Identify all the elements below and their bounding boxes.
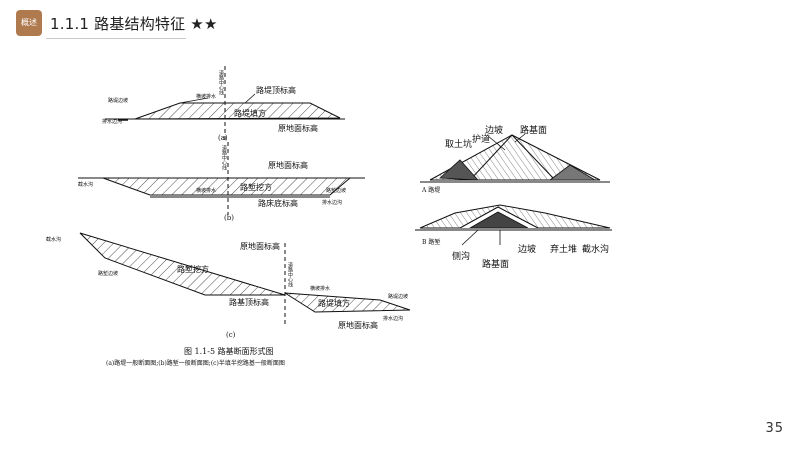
a-center-line: 道路中心线 bbox=[218, 69, 224, 95]
c-caption: (c) bbox=[226, 331, 236, 339]
half-fill-fill bbox=[284, 292, 411, 313]
rb-slope-label: 边坡 bbox=[518, 243, 536, 255]
c-drain-label: 横坡排水 bbox=[310, 285, 330, 292]
rt-side-label: A 路堤 bbox=[421, 186, 440, 194]
a-slope-label: 路堤边坡 bbox=[108, 97, 128, 104]
a-ground-label: 原地面标高 bbox=[278, 123, 318, 133]
c-ditch-label: 排水边沟 bbox=[383, 315, 403, 322]
b-ground-top-label: 原地面标高 bbox=[268, 160, 308, 170]
embankment-3d-body bbox=[429, 134, 601, 181]
rt-surface-label: 路基面 bbox=[520, 124, 547, 136]
diagram-a-embankment: 道路中心线 路堤顶标高 横坡排水 路堤边坡 路堤填方 排水边沟 原地面标高 (a… bbox=[102, 66, 345, 142]
diagram-b-cutting: 道路中心线 原地面标高 截水沟 横坡排水 路堑挖方 路堑边坡 排水边沟 路床底标… bbox=[78, 142, 365, 222]
section-badge: 概述 bbox=[16, 10, 42, 36]
page-number: 35 bbox=[765, 421, 784, 436]
b-bottom-label: 路床底标高 bbox=[258, 198, 298, 208]
rt-borrow-label: 取土坑 bbox=[445, 138, 472, 150]
rb-ditch-label: 侧沟 bbox=[452, 250, 470, 262]
b-caption: (b) bbox=[224, 214, 234, 222]
rb-side-label: B 路堑 bbox=[422, 238, 440, 246]
slide-header: 概述 1.1.1 路基结构特征 ★★ bbox=[0, 0, 800, 44]
c-cut-slope-label: 路堑边坡 bbox=[98, 270, 118, 277]
rt-berm-label: 护道 bbox=[472, 133, 490, 145]
c-fill-label: 路堤填方 bbox=[318, 298, 350, 308]
slide-title: 1.1.1 路基结构特征 ★★ bbox=[50, 15, 218, 33]
a-ditch-label: 排水边沟 bbox=[102, 118, 122, 125]
rt-slope-label: 边坡 bbox=[485, 124, 503, 136]
figure-caption-sub: (a)路堤一般断面图;(b)路堑一般断面图;(c)半填半挖路基一般断面图 bbox=[106, 359, 285, 367]
c-slope-label: 路堤边坡 bbox=[388, 293, 408, 300]
cutting-fill bbox=[102, 177, 352, 196]
a-caption: (a) bbox=[218, 134, 228, 142]
c-ground-top-label: 原地面标高 bbox=[240, 241, 280, 251]
diagram-right-cutting-3d: B 路堑 侧沟 路基面 边坡 弃土堆 截水沟 bbox=[415, 204, 612, 270]
c-cut-label: 路堑挖方 bbox=[177, 264, 209, 274]
b-drain-label: 横坡排水 bbox=[196, 187, 216, 194]
a-top-label: 路堤顶标高 bbox=[256, 85, 296, 95]
embankment-fill bbox=[134, 102, 341, 120]
half-cut-fill bbox=[79, 232, 286, 296]
diagram-right-embankment-3d: 边坡 路基面 取土坑 护道 A 路堤 bbox=[420, 124, 610, 194]
c-intercept-label: 截水沟 bbox=[46, 236, 61, 243]
c-ground-label: 原地面标高 bbox=[338, 320, 378, 330]
rb-surface-label: 路基面 bbox=[482, 258, 509, 270]
rb-spoil-label: 弃土堆 bbox=[550, 243, 577, 255]
figure-caption-title: 图 1.1-5 路基断面形式图 bbox=[184, 346, 274, 356]
diagram-c-half-cut-fill: 截水沟 原地面标高 路堑边坡 路堑挖方 道路中心线 横坡排水 路基顶标高 路堤填… bbox=[46, 232, 411, 339]
b-intercept-label: 截水沟 bbox=[78, 181, 93, 188]
b-slope-label: 路堑边坡 bbox=[326, 187, 346, 194]
c-center-line: 道路中心线 bbox=[287, 261, 293, 287]
b-ditch-label: 排水边沟 bbox=[322, 199, 342, 206]
a-fill-label: 路堤填方 bbox=[234, 108, 266, 118]
b-center-line: 道路中心线 bbox=[221, 144, 227, 170]
rb-intercept-label: 截水沟 bbox=[582, 243, 609, 255]
title-divider bbox=[46, 38, 186, 39]
a-drain-label: 横坡排水 bbox=[196, 93, 216, 100]
c-top-label: 路基顶标高 bbox=[229, 297, 269, 307]
b-cut-label: 路堑挖方 bbox=[240, 182, 272, 192]
